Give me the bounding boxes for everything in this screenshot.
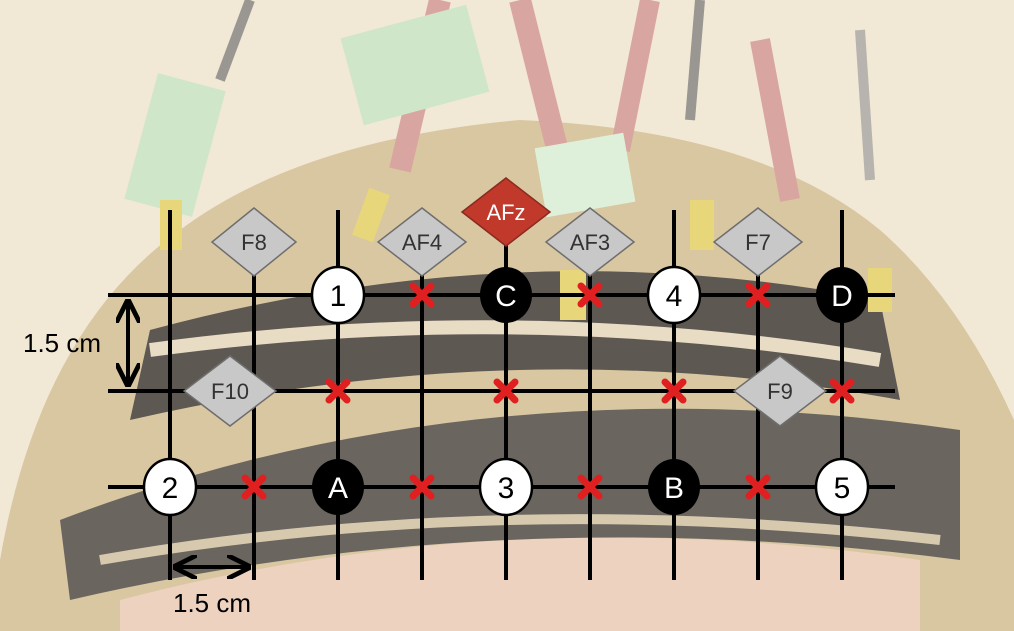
eeg-label-af3: AF3: [570, 230, 610, 255]
eeg-position-f10: F10: [182, 355, 278, 427]
source-label-4: 4: [666, 280, 683, 313]
channel-mark: [745, 474, 771, 500]
eeg-position-f9: F9: [732, 355, 828, 427]
channel-mark: [493, 378, 519, 404]
detector-label-d: D: [831, 280, 853, 313]
eeg-position-afz: AFz: [460, 177, 552, 247]
horizontal-scale-label: 1.5 cm: [173, 588, 251, 618]
source-label-1: 1: [330, 280, 347, 313]
detector-label-b: B: [664, 472, 684, 505]
detector-c: C: [480, 267, 532, 323]
channel-mark: [577, 282, 603, 308]
channel-mark: [325, 378, 351, 404]
detector-d: D: [816, 267, 868, 323]
eeg-label-af4: AF4: [402, 230, 442, 255]
eeg-positions: F8 AF4 AFz AF3 F7 F10: [182, 177, 828, 427]
source-label-3: 3: [498, 472, 515, 505]
detector-b: B: [648, 459, 700, 515]
detector-label-a: A: [328, 472, 348, 505]
vertical-scale-label: 1.5 cm: [23, 328, 101, 358]
channel-mark: [829, 378, 855, 404]
channel-mark: [409, 474, 435, 500]
eeg-label-f7: F7: [745, 230, 771, 255]
eeg-position-af4: AF4: [376, 207, 468, 277]
source-4: 4: [646, 265, 702, 325]
channel-marks: [241, 282, 855, 500]
channel-mark: [745, 282, 771, 308]
eeg-position-af3: AF3: [544, 207, 636, 277]
vertical-scale-bar: 1.5 cm: [23, 304, 128, 382]
source-1: 1: [310, 265, 366, 325]
detector-a: A: [312, 459, 364, 515]
detectors: C D A B: [312, 267, 868, 515]
detector-label-c: C: [495, 280, 517, 313]
eeg-label-afz: AFz: [486, 200, 525, 225]
source-label-5: 5: [834, 472, 851, 505]
eeg-position-f7: F7: [712, 207, 804, 277]
channel-mark: [577, 474, 603, 500]
eeg-position-f8: F8: [210, 207, 298, 277]
eeg-label-f9: F9: [767, 379, 793, 404]
source-3: 3: [478, 457, 534, 517]
channel-mark: [661, 378, 687, 404]
horizontal-scale-bar: 1.5 cm: [173, 567, 251, 618]
sources: 1 4 2 3 5: [142, 265, 870, 517]
source-2: 2: [142, 457, 198, 517]
source-label-2: 2: [162, 472, 179, 505]
source-5: 5: [814, 457, 870, 517]
channel-mark: [409, 282, 435, 308]
channel-mark: [241, 474, 267, 500]
eeg-label-f10: F10: [211, 379, 249, 404]
eeg-label-f8: F8: [241, 230, 267, 255]
